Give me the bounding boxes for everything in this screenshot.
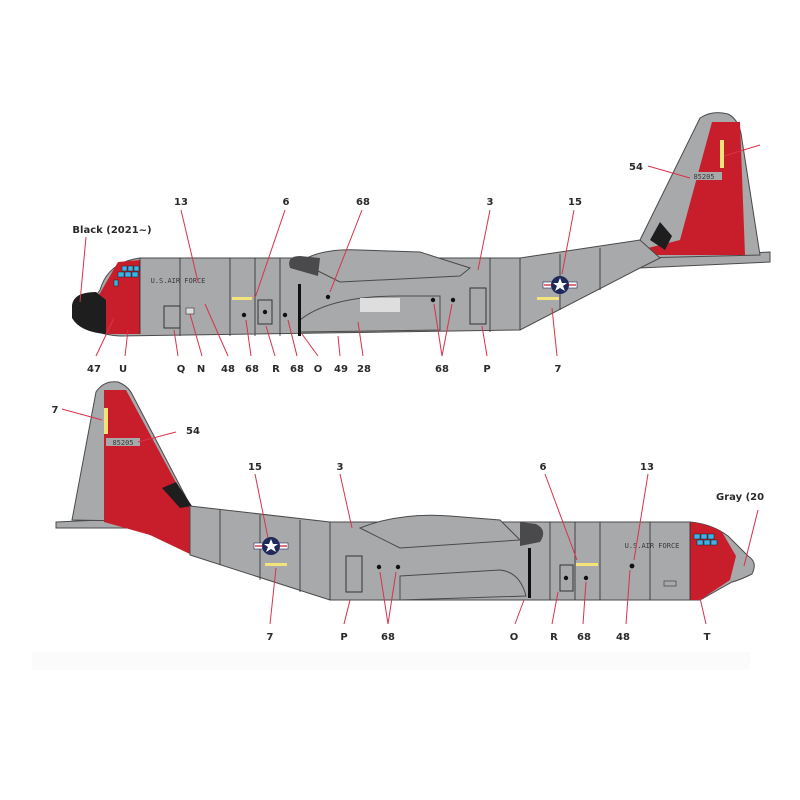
cockpit-windows — [113, 265, 140, 287]
callout-7: 7 — [52, 405, 59, 416]
callout-7: 7 — [267, 632, 274, 643]
top-bottom-callouts: 47 U Q N 48 68 R 68 O 49 28 68 P 7 — [87, 364, 561, 375]
tail-red-marking — [104, 390, 192, 555]
cockpit-windows — [693, 533, 718, 546]
tail-black-marking — [162, 482, 192, 508]
marking-n — [185, 307, 195, 315]
callout-7: 7 — [555, 364, 562, 375]
fuselage — [189, 505, 755, 601]
footer-band — [32, 652, 750, 670]
engine-intake — [520, 522, 544, 546]
callout-3: 3 — [337, 462, 344, 473]
callout-r: R — [272, 364, 280, 375]
yellow-stripe-rear — [265, 563, 287, 566]
black-strip — [528, 548, 531, 598]
yellow-stripe-rear — [537, 297, 559, 300]
nose-red-marking — [96, 260, 140, 334]
engine-intake — [289, 256, 320, 276]
callout-47: 47 — [87, 364, 101, 375]
us-air-force-text: U.S.AIR FORCE — [151, 277, 206, 285]
us-air-force-text: U.S.AIR FORCE — [625, 542, 680, 550]
callout-15: 15 — [248, 462, 262, 473]
bottom-aircraft: 85205 U.S.AIR FORCE — [55, 381, 755, 601]
top-aircraft: 85205 U.S.AIR FORCE — [72, 112, 771, 337]
tail-yellow-stripe — [720, 140, 724, 168]
yellow-stripe — [576, 563, 598, 566]
callout-6: 6 — [540, 462, 547, 473]
callout-t: T — [704, 632, 711, 643]
callout-p: P — [340, 632, 347, 643]
wing-root — [358, 514, 522, 549]
callout-3: 3 — [487, 197, 494, 208]
callout-48: 48 — [616, 632, 630, 643]
nose-color-note: Black (2021~) — [72, 225, 151, 236]
callout-p: P — [483, 364, 490, 375]
callout-r: R — [550, 632, 558, 643]
bottom-leader-lines — [61, 408, 759, 625]
door-r — [257, 299, 273, 325]
door-r — [559, 564, 574, 592]
yellow-stripe — [232, 297, 252, 300]
callout-13: 13 — [640, 462, 654, 473]
door-q — [163, 305, 181, 329]
callout-68: 68 — [577, 632, 591, 643]
tail-serial: 85205 — [112, 439, 133, 447]
sponson — [399, 569, 527, 601]
callout-54: 54 — [629, 162, 643, 173]
national-insignia — [253, 537, 289, 555]
top-leader-lines — [79, 144, 761, 357]
serial-band — [686, 172, 722, 180]
tail-black-marking — [650, 222, 672, 250]
tail-yellow-stripe — [104, 408, 108, 434]
callout-15: 15 — [568, 197, 582, 208]
callout-68: 68 — [356, 197, 370, 208]
callout-6: 6 — [283, 197, 290, 208]
callout-49: 49 — [334, 364, 348, 375]
tail-serial: 85205 — [693, 173, 714, 181]
window-marker — [663, 580, 677, 587]
black-strip — [298, 284, 301, 336]
bottom-bottom-callouts: 7 P 68 O R 68 48 T — [267, 632, 711, 643]
callout-68: 68 — [435, 364, 449, 375]
callout-28: 28 — [357, 364, 371, 375]
black-radome — [72, 292, 106, 334]
national-insignia — [542, 276, 578, 294]
panel-lines — [219, 510, 691, 600]
sponson — [299, 295, 441, 333]
nose-red-marking — [690, 522, 736, 600]
nose-color-note: Gray (20 — [716, 492, 764, 503]
callout-54: 54 — [186, 426, 200, 437]
callout-o: O — [314, 364, 323, 375]
marking-dots — [376, 563, 635, 581]
door-p — [345, 555, 363, 593]
callout-u: U — [119, 364, 127, 375]
tail-red-marking — [640, 122, 745, 255]
callout-48: 48 — [221, 364, 235, 375]
door-p — [469, 287, 487, 325]
callout-q: Q — [177, 364, 186, 375]
callout-n: N — [197, 364, 205, 375]
callout-68: 68 — [381, 632, 395, 643]
callout-o: O — [510, 632, 519, 643]
callout-13: 13 — [174, 197, 188, 208]
sponson-light-panel — [360, 298, 400, 312]
serial-band — [106, 438, 140, 446]
callout-68: 68 — [290, 364, 304, 375]
marking-dots — [241, 294, 456, 318]
callout-68: 68 — [245, 364, 259, 375]
